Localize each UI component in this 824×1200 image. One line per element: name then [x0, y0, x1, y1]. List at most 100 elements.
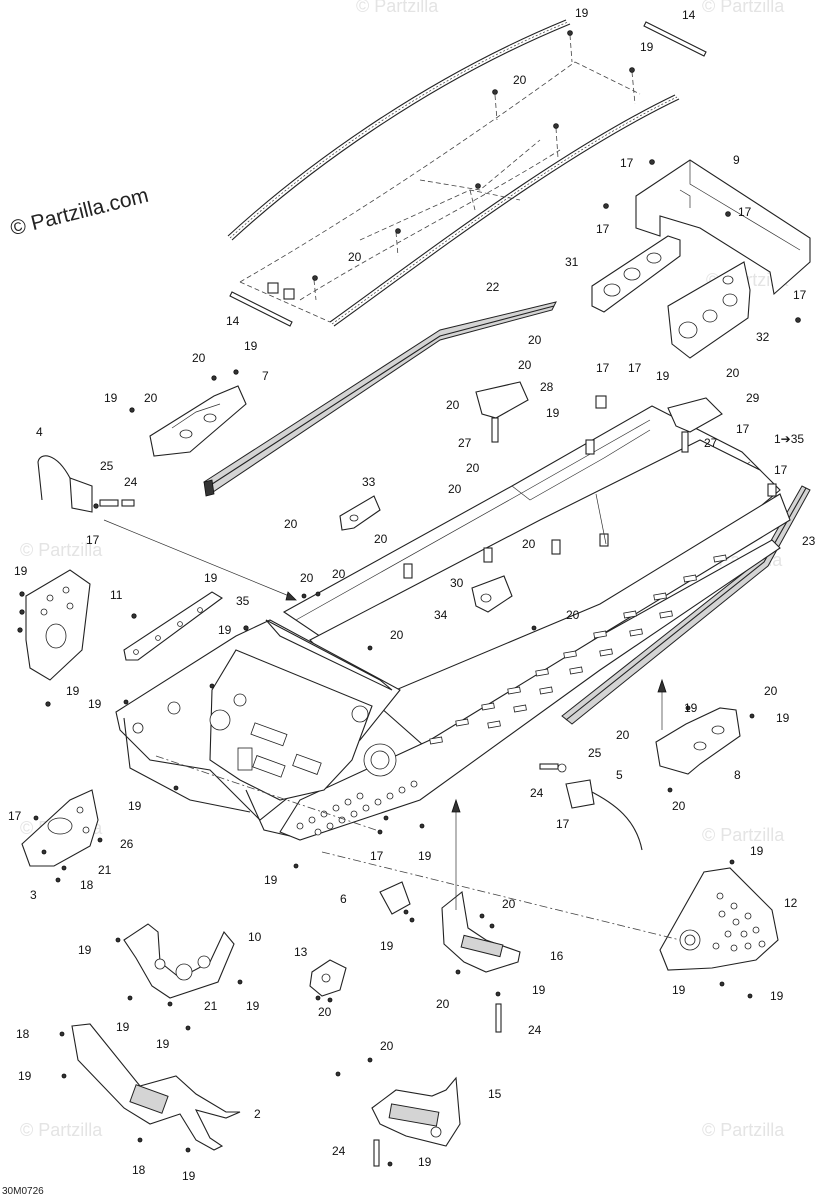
label-7: 7 — [262, 369, 269, 383]
label-19: 19 — [672, 983, 686, 997]
rear-bracket-assembly — [591, 159, 811, 359]
label-15: 15 — [488, 1087, 502, 1101]
label-19: 19 — [532, 983, 546, 997]
label-20: 20 — [764, 684, 778, 698]
label-27: 27 — [458, 436, 472, 450]
label-19: 19 — [418, 849, 432, 863]
label-33: 33 — [362, 475, 376, 489]
diagram-code: 30M0726 — [2, 1186, 44, 1197]
label-19: 19 — [14, 564, 28, 578]
bracket-3 — [21, 789, 103, 883]
label-19: 19 — [776, 711, 790, 725]
label-20: 20 — [528, 333, 542, 347]
label-19: 19 — [18, 1069, 32, 1083]
handle-5 — [539, 763, 643, 851]
label-20: 20 — [436, 997, 450, 1011]
label-17: 17 — [596, 222, 610, 236]
label-19: 19 — [656, 369, 670, 383]
label-21: 21 — [204, 999, 218, 1013]
strip-35 — [123, 591, 249, 661]
label-19: 19 — [78, 943, 92, 957]
label-35: 35 — [236, 594, 250, 608]
label-17: 17 — [8, 809, 22, 823]
label-27: 27 — [704, 436, 718, 450]
label-19: 19 — [684, 701, 698, 715]
label-20: 20 — [518, 358, 532, 372]
label-20: 20 — [318, 1005, 332, 1019]
label-24: 24 — [528, 1023, 542, 1037]
label-20: 20 — [284, 517, 298, 531]
assembly-lines — [103, 493, 681, 941]
bracket-8 — [655, 705, 755, 793]
label-19: 19 — [128, 799, 142, 813]
label-19: 19 — [182, 1169, 196, 1183]
label-17: 17 — [774, 463, 788, 477]
label-24: 24 — [124, 475, 138, 489]
label-13: 13 — [294, 945, 308, 959]
bracket-2 — [59, 1023, 241, 1153]
label-20: 20 — [616, 728, 630, 742]
label-19: 19 — [246, 999, 260, 1013]
label-19: 19 — [244, 339, 258, 353]
label-14: 14 — [682, 8, 696, 22]
label-20: 20 — [380, 1039, 394, 1053]
label-20: 20 — [502, 897, 516, 911]
label-19: 19 — [88, 697, 102, 711]
label-19: 19 — [546, 406, 560, 420]
label-17: 17 — [793, 288, 807, 302]
label-4: 4 — [36, 425, 43, 439]
label-3: 3 — [30, 888, 37, 902]
small-brackets — [309, 881, 415, 1003]
label-20: 20 — [672, 799, 686, 813]
label-20: 20 — [144, 391, 158, 405]
label-20: 20 — [192, 351, 206, 365]
bracket-16 — [441, 890, 521, 1033]
bracket-7 — [129, 369, 247, 457]
label-16: 16 — [550, 949, 564, 963]
label-19: 19 — [104, 391, 118, 405]
label-20: 20 — [448, 482, 462, 496]
label-5: 5 — [616, 768, 623, 782]
bracket-15 — [335, 1057, 461, 1167]
label-22: 22 — [486, 280, 500, 294]
label-6: 6 — [340, 892, 347, 906]
label-19: 19 — [770, 989, 784, 1003]
label-20: 20 — [726, 366, 740, 380]
label-17: 17 — [628, 361, 642, 375]
label-19: 19 — [204, 571, 218, 585]
label-20: 20 — [566, 608, 580, 622]
label-18: 18 — [132, 1163, 146, 1177]
label-20: 20 — [466, 461, 480, 475]
label-2: 2 — [254, 1107, 261, 1121]
watermark-text: © Partzilla — [702, 825, 785, 845]
bracket-10 — [115, 923, 243, 1031]
label-19: 19 — [380, 939, 394, 953]
label-19: 19 — [640, 40, 654, 54]
handle-4 — [37, 455, 135, 513]
rail-22 — [203, 301, 557, 497]
label-31: 31 — [565, 255, 579, 269]
label-25: 25 — [100, 459, 114, 473]
label-19: 19 — [575, 6, 589, 20]
upper-rail-assembly — [227, 19, 707, 327]
label-9: 9 — [733, 153, 740, 167]
label-11: 11 — [110, 588, 123, 602]
label-24: 24 — [530, 786, 544, 800]
label-19: 19 — [264, 873, 278, 887]
label-32: 32 — [756, 330, 770, 344]
label-19: 19 — [218, 623, 232, 637]
label-19: 19 — [116, 1020, 130, 1034]
label-29: 29 — [746, 391, 760, 405]
label-20: 20 — [522, 537, 536, 551]
label-17: 17 — [370, 849, 384, 863]
label-24: 24 — [332, 1144, 346, 1158]
plate-12 — [659, 859, 779, 999]
label-17: 17 — [86, 533, 100, 547]
label-1-35: 1➔35 — [774, 432, 804, 446]
label-17: 17 — [556, 817, 570, 831]
label-12: 12 — [784, 896, 798, 910]
label-19: 19 — [66, 684, 80, 698]
watermark-text: © Partzilla — [702, 0, 785, 16]
label-20: 20 — [390, 628, 404, 642]
